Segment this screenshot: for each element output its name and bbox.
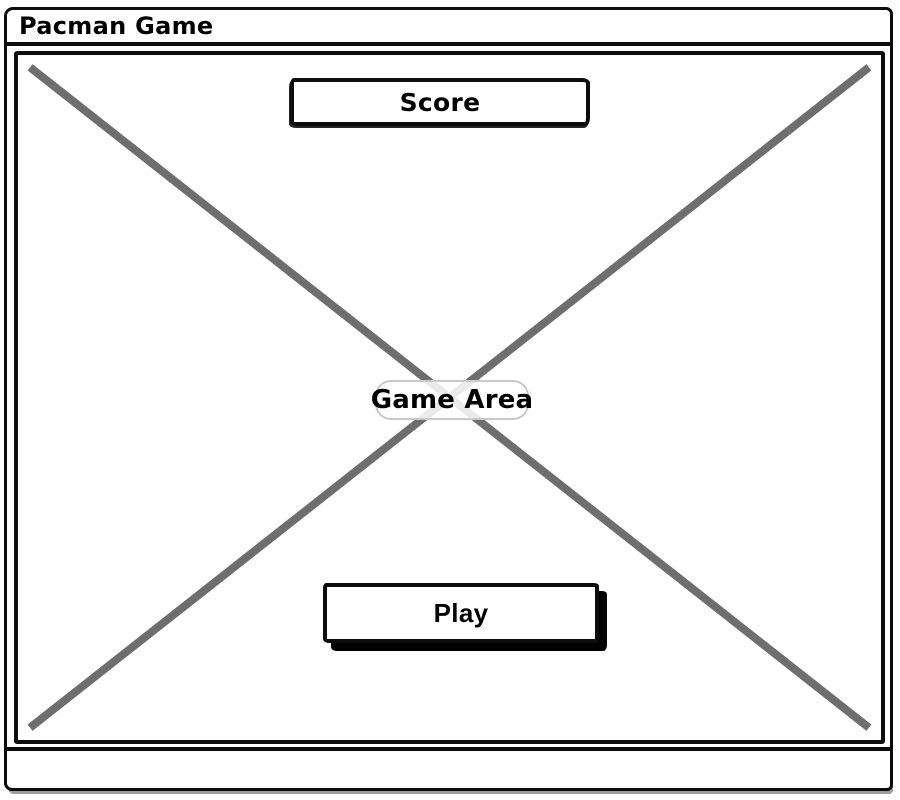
title-bar: Pacman Game	[7, 10, 890, 46]
play-button[interactable]: Play	[323, 583, 599, 643]
window-title: Pacman Game	[19, 12, 214, 40]
score-display-label: Score	[399, 87, 481, 117]
play-button-label: Play	[433, 597, 489, 628]
score-display: Score	[290, 78, 590, 126]
app-window: Pacman Game Score Game Area Play	[4, 7, 893, 791]
status-bar	[7, 747, 890, 788]
game-area-label: Game Area	[371, 380, 533, 420]
game-area-label-text: Game Area	[370, 385, 534, 415]
window-content: Score Game Area Play	[7, 46, 890, 747]
